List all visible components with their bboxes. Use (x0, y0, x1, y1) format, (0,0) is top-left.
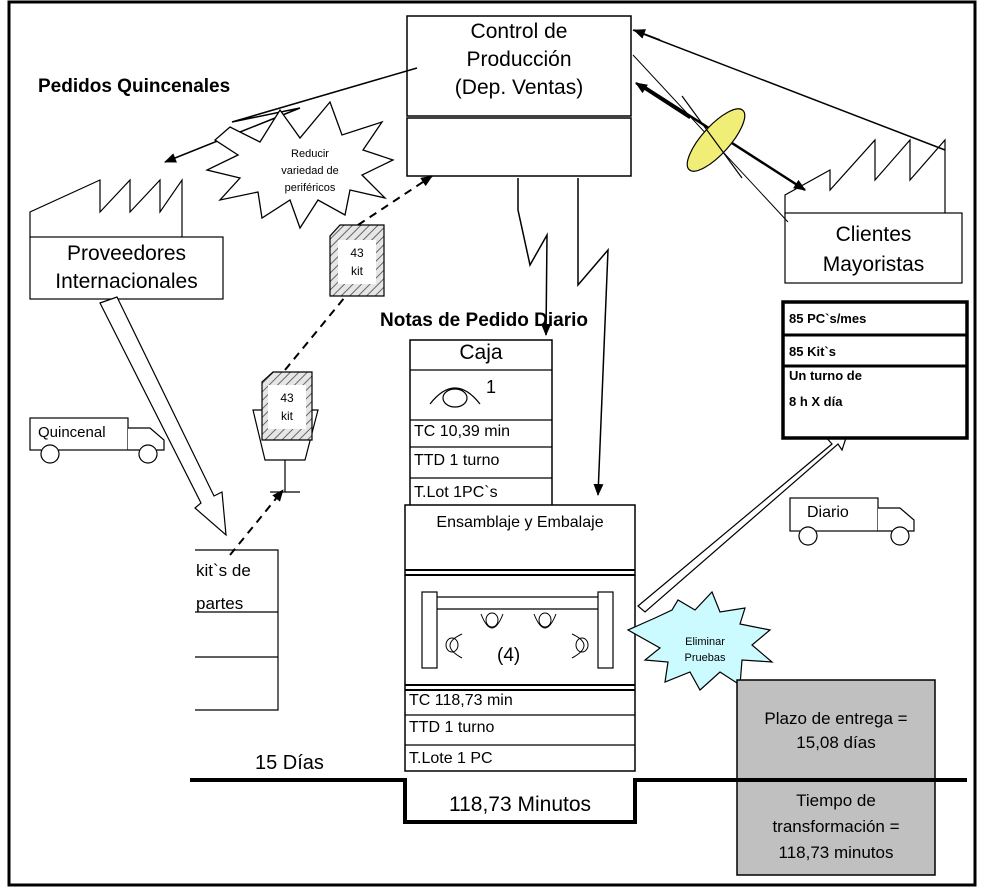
timeline-days: 15 Días (255, 752, 324, 774)
control-data-box (406, 117, 632, 177)
customer-order-arrow-back (635, 81, 691, 120)
caja-tc: TC 10,39 min (414, 423, 511, 440)
ensamblaje-tlot: T.Lote 1 PC (409, 750, 493, 767)
ensamblaje-ttd: TTD 1 turno (409, 719, 495, 736)
push-arrow-supplier (99, 296, 227, 537)
caja-tlot: T.Lot 1PC`s (414, 484, 498, 501)
customer-box (784, 212, 963, 284)
info-arrow-caja (517, 178, 552, 336)
withdrawal-dashed-lower (229, 489, 284, 556)
supplier-factory-icon (29, 178, 183, 237)
withdrawal-dashed-middle (284, 296, 346, 371)
ensamblaje-title: Ensamblaje y Embalaje (436, 514, 604, 531)
control-customer-line-a (632, 29, 946, 151)
ensamblaje-tc: TC 118,73 min (409, 692, 513, 709)
ensamblaje-operators: (4) (497, 645, 521, 666)
customer-data-box (781, 300, 969, 440)
truck-diario-body (789, 497, 879, 532)
kaizen-ellipse (686, 108, 746, 172)
timeline-ladder (190, 778, 967, 824)
ensamblaje-process-box (404, 504, 636, 772)
outer-border (7, 0, 977, 887)
customer-order-arrow-head-a (633, 29, 661, 41)
kaizen-burst-eliminar (626, 590, 774, 691)
pedidos-quincenales-label: Pedidos Quincenales (38, 76, 231, 97)
truck-diario-label: Diario (807, 504, 849, 521)
control-box (406, 15, 632, 117)
tiempo-box (736, 779, 936, 876)
notas-pedido-label: Notas de Pedido Diario (380, 310, 588, 331)
caja-operators: 1 (486, 377, 497, 397)
customer-factory-icon (784, 138, 946, 215)
inventory-box (195, 549, 279, 711)
workstation-icon (421, 591, 614, 669)
caja-title: Caja (459, 341, 503, 364)
plazo-box (736, 679, 936, 781)
caja-ttd: TTD 1 turno (414, 452, 500, 469)
info-arrow-ensamblaje (577, 178, 609, 496)
supplier-box (29, 236, 224, 300)
ellipse-crossline (681, 95, 743, 179)
plazo-text: Plazo de entrega =15,08 días (764, 709, 908, 752)
caja-process-box (409, 339, 553, 513)
customer-data-row1: 85 PC`s/mes (789, 311, 867, 326)
withdrawal-dashed-upper (357, 175, 433, 226)
truck-quincenal-body (29, 417, 129, 451)
operator-icon-caja (442, 388, 468, 408)
truck-quincenal-label: Quincenal (38, 424, 106, 441)
kaizen-burst-reducir (205, 100, 395, 230)
customer-data-row2: 85 Kit`s (789, 344, 836, 359)
timeline-minutes: 118,73 Minutos (448, 793, 592, 816)
